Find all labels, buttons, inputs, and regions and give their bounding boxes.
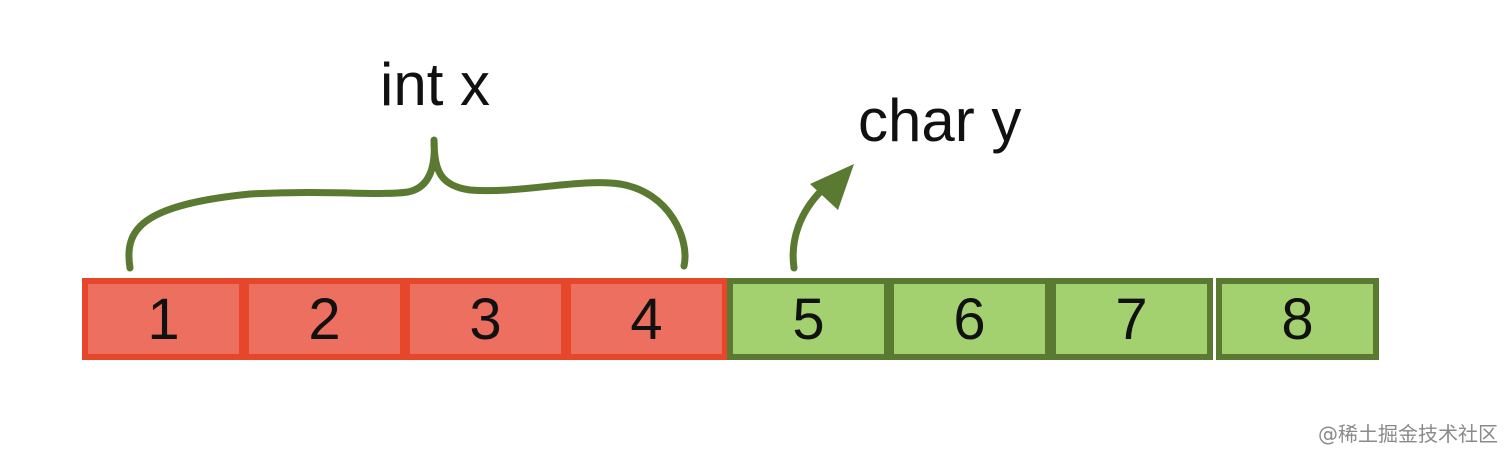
byte-cell-3: 3 [404, 278, 567, 360]
watermark-text: @稀土掘金技术社区 [1318, 422, 1498, 446]
char-y-label: char y [858, 87, 1022, 154]
char-arrow-shaft [789, 186, 826, 272]
byte-cell-5: 5 [727, 278, 890, 360]
int-brace [125, 136, 689, 272]
byte-cell-4: 4 [565, 278, 728, 360]
int-x-label: int x [380, 51, 491, 118]
byte-cell-6: 6 [888, 278, 1051, 360]
byte-cell-1: 1 [82, 278, 245, 360]
char-arrow-head [810, 164, 854, 210]
byte-cell-7: 7 [1050, 278, 1213, 360]
byte-cell-8: 8 [1216, 278, 1379, 360]
byte-cell-2: 2 [243, 278, 406, 360]
